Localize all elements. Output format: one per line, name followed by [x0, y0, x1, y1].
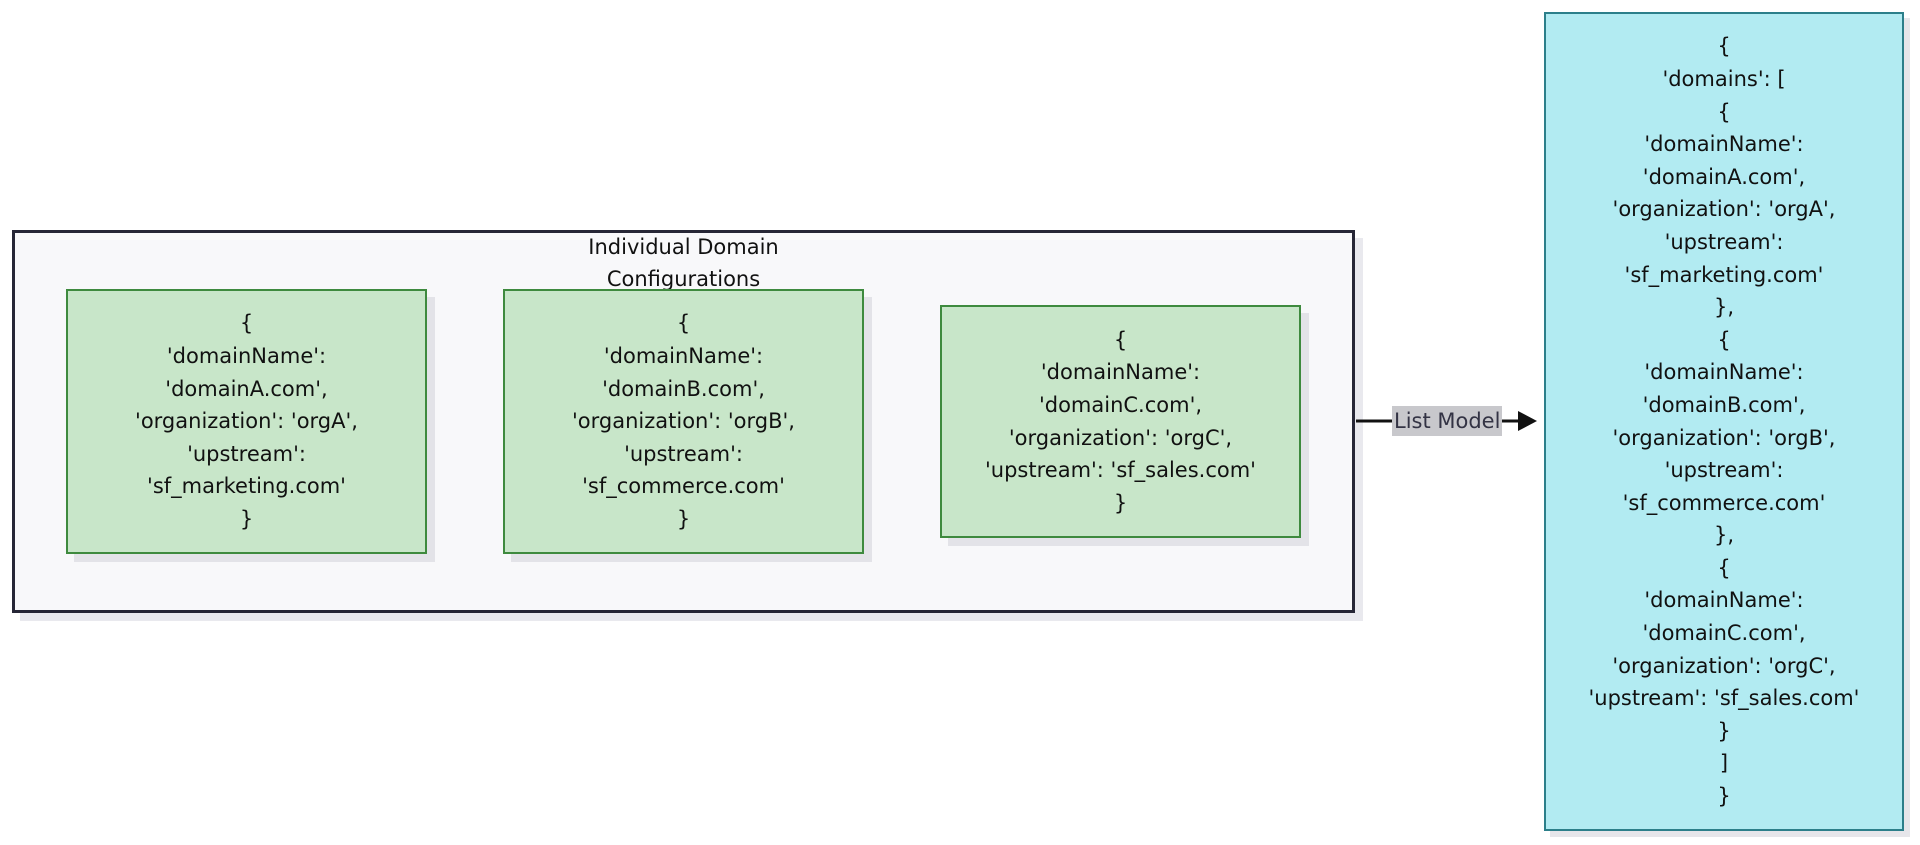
- list-model-text-line: 'organization': 'orgB',: [1612, 425, 1836, 450]
- list-model-text-line: 'sf_commerce.com': [1622, 490, 1826, 515]
- list-model-text-line: 'domainName':: [1644, 360, 1804, 385]
- node-text-line: 'sf_marketing.com': [147, 474, 346, 499]
- node-text-line: 'upstream': 'sf_sales.com': [985, 458, 1256, 483]
- list-model-edge-label: List Model: [1392, 406, 1503, 436]
- list-model-text-line: 'domainName':: [1644, 132, 1804, 157]
- list-model-text-line: }: [1717, 784, 1731, 809]
- list-model-node[interactable]: { 'domains': [ { 'domainName': 'domainA.com'…: [1544, 12, 1904, 831]
- group-title-line-1: Individual Domain: [588, 235, 779, 259]
- node-text-line: }: [239, 506, 254, 531]
- list-model-text-line: {: [1717, 99, 1731, 124]
- list-model-text-line: 'domainA.com',: [1642, 164, 1806, 189]
- list-model-text-line: 'domainName':: [1644, 588, 1804, 613]
- list-model-text-line: 'organization': 'orgA',: [1612, 197, 1836, 222]
- node-text-line: 'sf_commerce.com': [582, 474, 785, 499]
- list-model-text-line: },: [1713, 295, 1735, 320]
- node-text-line: 'organization': 'orgA',: [135, 409, 358, 434]
- group-title-line-2: Configurations: [606, 267, 761, 291]
- node-text-line: 'organization': 'orgC',: [1008, 425, 1233, 450]
- list-model-text-line: 'upstream':: [1664, 229, 1784, 254]
- node-text-line: 'domainC.com',: [1038, 392, 1203, 417]
- list-model-text-line: 'domainB.com',: [1642, 392, 1806, 417]
- arrowhead-icon: [1518, 411, 1537, 431]
- node-text-line: 'upstream':: [624, 441, 743, 466]
- node-text-line: }: [1113, 490, 1128, 515]
- node-text-line: {: [1113, 327, 1128, 352]
- node-text-line: 'domainB.com',: [602, 376, 765, 401]
- node-text-line: 'domainName':: [603, 344, 764, 369]
- list-model-text-line: }: [1717, 718, 1731, 743]
- list-model-text-line: 'domains': [: [1662, 66, 1786, 91]
- list-model-text-line: 'domainC.com',: [1642, 621, 1806, 646]
- list-model-text-line: {: [1717, 327, 1731, 352]
- domain-b-config-node[interactable]: { 'domainName': 'domainB.com', 'organiza…: [503, 289, 864, 554]
- list-model-text-line: {: [1717, 34, 1731, 59]
- list-model-text-line: 'upstream': 'sf_sales.com': [1588, 686, 1860, 711]
- domain-c-config-node[interactable]: { 'domainName': 'domainC.com', 'organiza…: [940, 305, 1301, 538]
- node-text-line: 'organization': 'orgB',: [572, 409, 795, 434]
- list-model-text-line: ]: [1719, 751, 1729, 776]
- node-text-line: 'domainName':: [166, 344, 327, 369]
- list-model-text-line: },: [1713, 523, 1735, 548]
- list-model-text-line: {: [1717, 555, 1731, 580]
- node-text-line: 'domainA.com',: [165, 376, 328, 401]
- node-text-line: 'domainName':: [1040, 360, 1201, 385]
- node-text-line: {: [676, 311, 691, 336]
- node-text-line: 'upstream':: [187, 441, 306, 466]
- list-model-text-line: 'organization': 'orgC',: [1612, 653, 1836, 678]
- list-model-text-line: 'sf_marketing.com': [1624, 262, 1824, 287]
- list-model-text-line: 'upstream':: [1664, 458, 1784, 483]
- node-text-line: {: [239, 311, 254, 336]
- domain-a-config-node[interactable]: { 'domainName': 'domainA.com', 'organiza…: [66, 289, 427, 554]
- node-text-line: }: [676, 506, 691, 531]
- group-title: Individual Domain Configurations: [12, 230, 1355, 295]
